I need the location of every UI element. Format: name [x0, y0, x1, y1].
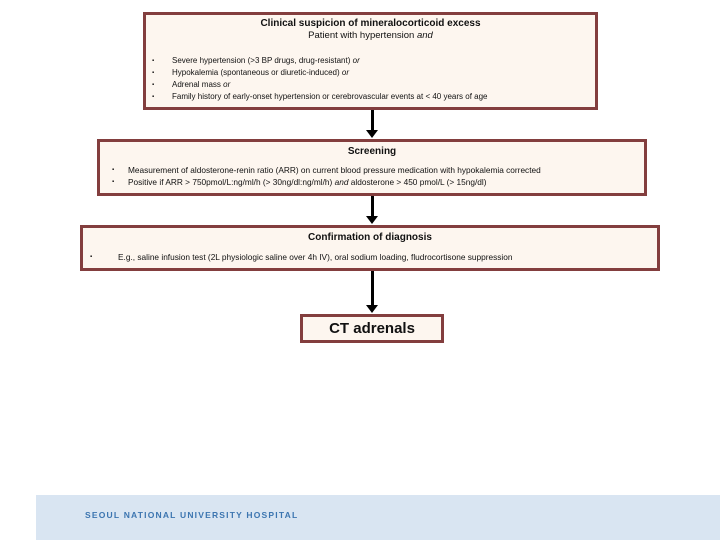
list-item: ▪ E.g., saline infusion test (2L physiolo… [90, 251, 657, 263]
arrow-stem [370, 271, 374, 305]
bullet-icon: ▪ [152, 94, 155, 100]
bullet-text: E.g., saline infusion test (2L physiolog… [118, 252, 513, 262]
footer-bar: SEOUL NATIONAL UNIVERSITY HOSPITAL [36, 495, 720, 540]
bullet-icon: ▪ [152, 70, 155, 76]
screening-box: Screening ▪ Measurement of aldosterone-re… [97, 139, 647, 196]
list-item: ▪ Hypokalemia (spontaneous or diuretic-in… [150, 67, 595, 79]
arrow-head [366, 216, 378, 224]
down-arrow-icon [366, 271, 378, 313]
bullet-icon: ▪ [112, 179, 115, 185]
bullet-icon: ▪ [90, 254, 93, 260]
list-item: ▪ Adrenal mass or [150, 79, 595, 91]
clinical-suspicion-subtitle: Patient with hypertension and [146, 30, 595, 42]
suspicion-bullet-list: ▪ Severe hypertension (>3 BP drugs, drug-… [146, 55, 595, 103]
subtitle-text: Patient with hypertension [308, 30, 417, 41]
arrow-head [366, 305, 378, 313]
confirmation-title: Confirmation of diagnosis [308, 232, 432, 243]
bullet-text: Positive if ARR > 750pmol/L:ng/ml/h (> 3… [128, 177, 487, 187]
bullet-text: Severe hypertension (>3 BP drugs, drug-r… [172, 56, 360, 65]
confirmation-box: Confirmation of diagnosis ▪ E.g., saline … [80, 225, 660, 271]
bullet-text: Hypokalemia (spontaneous or diuretic-ind… [172, 68, 349, 77]
arrow-stem [370, 196, 374, 216]
down-arrow-icon [366, 110, 378, 138]
list-item: ▪ Severe hypertension (>3 BP drugs, drug-… [150, 55, 595, 67]
bullet-icon: ▪ [152, 82, 155, 88]
arrow-head [366, 130, 378, 138]
ct-adrenals-box: CT adrenals [300, 314, 444, 343]
screening-bullet-list: ▪ Measurement of aldosterone-renin ratio … [100, 164, 644, 188]
hospital-name: SEOUL NATIONAL UNIVERSITY HOSPITAL [85, 510, 299, 520]
arrow-stem [370, 110, 374, 130]
bullet-icon: ▪ [152, 58, 155, 64]
list-item: ▪ Measurement of aldosterone-renin ratio … [112, 164, 644, 176]
list-item: ▪ Positive if ARR > 750pmol/L:ng/ml/h (> … [112, 176, 644, 188]
confirmation-bullet-list: ▪ E.g., saline infusion test (2L physiolo… [83, 251, 657, 263]
clinical-suspicion-box: Clinical suspicion of mineralocorticoid … [143, 12, 598, 110]
bullet-icon: ▪ [112, 167, 115, 173]
clinical-suspicion-title: Clinical suspicion of mineralocorticoid … [260, 18, 481, 29]
screening-title: Screening [347, 146, 397, 157]
down-arrow-icon [366, 196, 378, 224]
list-item: ▪ Family history of early-onset hypertens… [150, 91, 595, 103]
bullet-text: Family history of early-onset hypertensi… [172, 92, 488, 101]
subtitle-italic-and: and [416, 30, 433, 41]
bullet-text: Measurement of aldosterone-renin ratio (… [128, 165, 541, 175]
bullet-text: Adrenal mass or [172, 80, 231, 89]
ct-adrenals-label: CT adrenals [329, 320, 415, 337]
